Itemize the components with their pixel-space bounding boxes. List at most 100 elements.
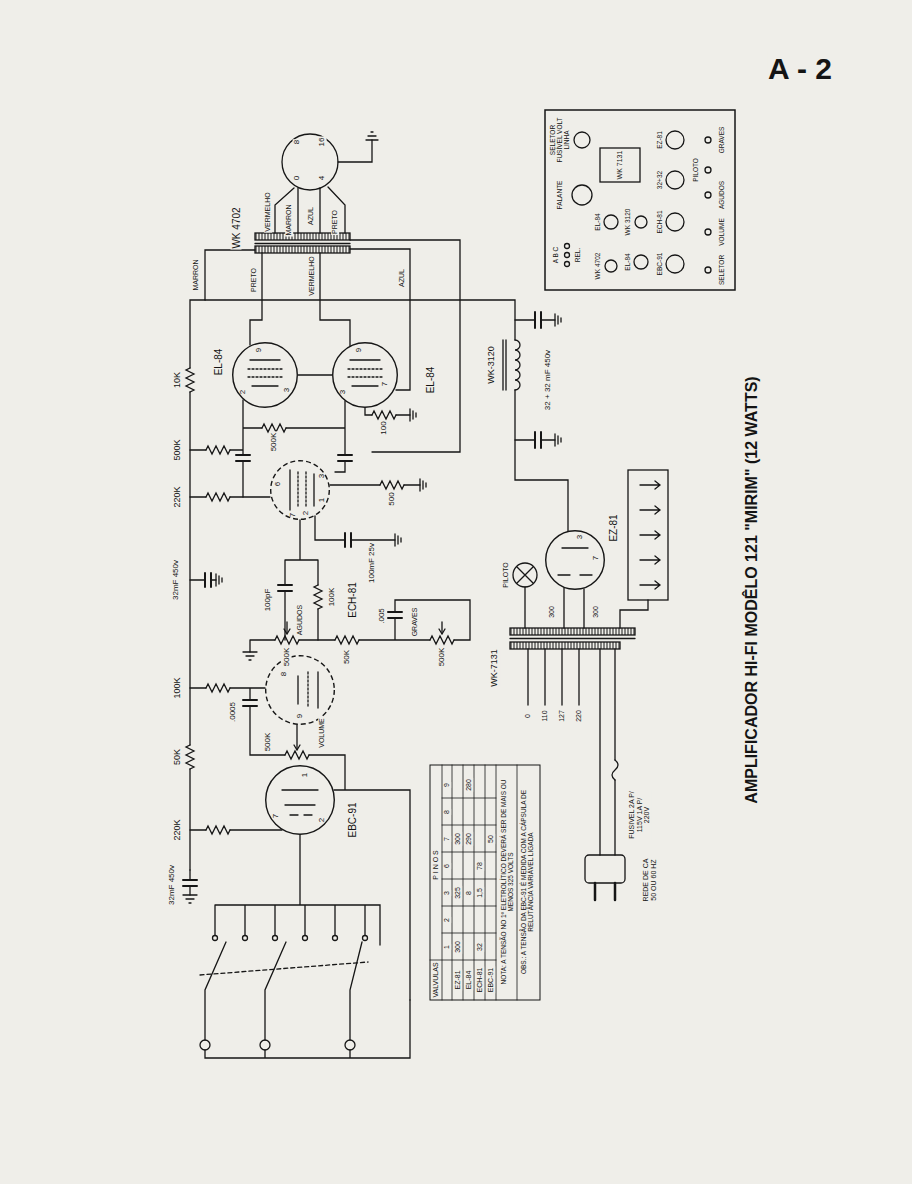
pin-number: 9 [296, 714, 304, 718]
component-label: EBC-91 [347, 801, 358, 838]
tube-grid [248, 369, 382, 708]
resistor-symbol [430, 636, 454, 644]
potentiometer-wiper [287, 622, 442, 749]
wire [338, 140, 372, 162]
pin-number: 1 [301, 773, 309, 777]
wire [250, 600, 470, 652]
pin-number: 3 [318, 474, 326, 478]
page-number: A - 2 [767, 52, 833, 85]
component-label: 500K [270, 432, 279, 453]
component-label: 500K [438, 647, 447, 668]
component-label: 3 [443, 890, 451, 896]
component-label: VOLUME [718, 217, 725, 246]
pilot-lamp [517, 567, 533, 583]
component-label: EBC-91 [656, 252, 663, 277]
component-label: ECH-81 [656, 209, 663, 234]
chassis-hole [565, 262, 570, 267]
resistor-symbol [380, 481, 404, 489]
tube-envelope: 923 [232, 342, 298, 408]
component-label: 100mF 25v [368, 542, 377, 584]
component-label: 280 [465, 778, 473, 792]
chassis-socket [666, 131, 684, 149]
component-label: AGUDOS [718, 180, 725, 210]
resistor-symbol [335, 636, 359, 644]
component-label: 325 [454, 886, 462, 900]
transformer-winding [510, 628, 635, 635]
component-label: EL-84 [594, 212, 601, 231]
component-label: 220K [173, 485, 183, 508]
component-label: VOLUME [318, 717, 326, 749]
chassis-layout [545, 110, 735, 290]
chassis-transformer [600, 148, 640, 182]
component-label: MARRON [192, 258, 200, 291]
component-label: 10K [173, 371, 183, 389]
component-label: ECH-81 [347, 581, 358, 619]
switch-contact [333, 936, 338, 941]
pin-number: 2 [302, 511, 310, 515]
component-label: 8 [293, 139, 302, 145]
component-label: EZ-81 [608, 513, 619, 542]
component-label: 100 [380, 420, 389, 435]
pin-number: 3 [283, 388, 291, 392]
tube-envelope: 937 [332, 342, 398, 408]
component-label: 32 [476, 942, 484, 952]
pin-number: 8 [280, 672, 288, 676]
tube-outline [270, 460, 330, 520]
chassis-control [705, 229, 711, 235]
component-label: 100K [173, 676, 183, 699]
component-label: 220K [173, 818, 183, 841]
component-label: WK-3120 [487, 345, 497, 385]
component-label: 32+32 [656, 170, 663, 190]
component-label: 6 [443, 863, 451, 869]
tube-envelope: 37 [545, 530, 605, 590]
chassis-socket [604, 215, 618, 229]
component-label: 500K [283, 647, 292, 668]
wire [350, 240, 460, 452]
component-label: 4 [318, 175, 327, 181]
resistor-symbol [206, 826, 230, 834]
switch-contact [303, 936, 308, 941]
component-label: 300 [454, 832, 462, 846]
component-label: PRETO [250, 267, 258, 293]
pin-number: 1 [318, 498, 326, 502]
tube-outline [546, 531, 605, 590]
component-label: VERMELHO [308, 255, 316, 296]
pin-number: 9 [255, 348, 263, 352]
switch-contact [243, 936, 248, 941]
component-label: 16 [318, 137, 327, 148]
input-jack [260, 1040, 270, 1050]
component-label: SELETOR FUSÍVEL VOLT LINHA [549, 113, 570, 167]
wire [285, 516, 395, 640]
switch-linkage [200, 962, 368, 975]
tube-envelope: 63172 [270, 460, 330, 520]
chassis-hole [572, 185, 592, 205]
component-label: EL-84 [624, 252, 631, 271]
component-label: 0 [293, 175, 302, 181]
tube-envelope: 89 [265, 655, 335, 725]
component-label: FALANTE [556, 180, 563, 211]
component-label: 110 [541, 709, 549, 722]
tube-outline [266, 766, 335, 835]
component-label: 290 [465, 832, 473, 846]
resistor-symbol [206, 684, 230, 692]
chassis-socket [635, 216, 647, 228]
component-label: 500 [388, 491, 397, 506]
pin-number: 7 [289, 513, 297, 517]
component-label: 2 [443, 917, 451, 923]
component-label: WK 3120 [624, 208, 631, 237]
component-label: 7 [443, 836, 451, 842]
component-label: 0 [524, 713, 532, 719]
chassis-socket [634, 255, 648, 269]
pin-number: 3 [339, 390, 347, 394]
voltage-selector [628, 470, 668, 600]
tube-envelope: 172 [265, 765, 335, 835]
component-label: 32mF 450v [172, 559, 181, 601]
component-label: .005 [378, 607, 387, 625]
component-label: 32 + 32 mF 450v [544, 349, 553, 411]
component-label: VERMELHO [264, 191, 272, 232]
chassis-hole [574, 132, 590, 148]
component-label: VALVULAS [432, 961, 440, 998]
